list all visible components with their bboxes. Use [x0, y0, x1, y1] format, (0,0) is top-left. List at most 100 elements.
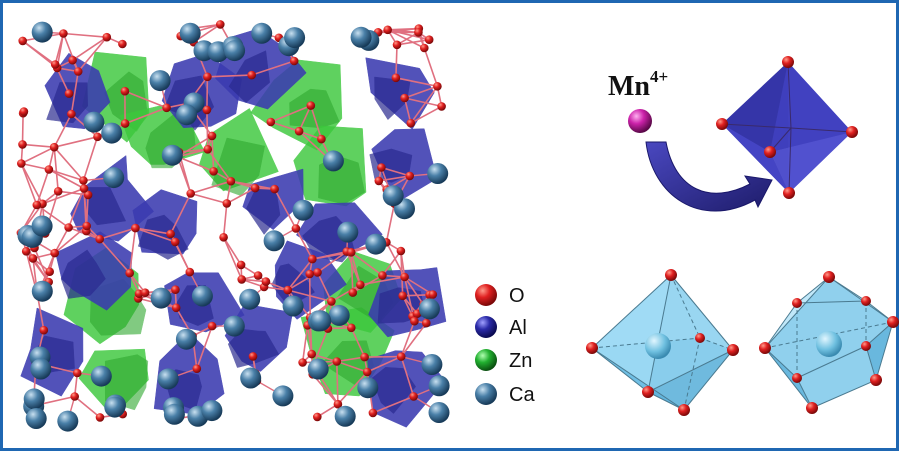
o-atom	[203, 72, 212, 82]
o-atom	[346, 248, 356, 257]
bond	[36, 295, 45, 331]
o-atom	[348, 288, 358, 297]
ca-atom	[292, 199, 314, 221]
o-atom	[396, 352, 406, 361]
bond	[396, 38, 430, 46]
o-atom	[406, 118, 416, 128]
bond	[21, 113, 24, 145]
legend: O Al Zn Ca	[475, 284, 535, 406]
o-atom	[186, 189, 195, 198]
o-atom	[362, 367, 372, 377]
bond	[135, 227, 176, 243]
bond	[54, 225, 88, 254]
bond	[385, 203, 396, 243]
bond	[22, 40, 56, 66]
o-atom	[185, 267, 195, 277]
o-atom	[68, 55, 77, 65]
bond	[54, 33, 65, 65]
o-atom	[64, 89, 74, 98]
o-atom	[162, 103, 171, 113]
light-cuboctahedron	[759, 271, 899, 414]
ca-atom	[365, 233, 387, 255]
ca-atom	[418, 298, 440, 320]
o-atom	[118, 39, 127, 49]
o-atom	[73, 67, 83, 76]
mn-ion-label: Mn4+	[608, 67, 668, 102]
bond	[48, 168, 84, 182]
bond	[310, 105, 323, 140]
o-atom	[433, 82, 442, 91]
o-atom	[82, 221, 91, 231]
ca-atom	[163, 403, 185, 425]
bond	[222, 203, 228, 238]
bond	[316, 272, 333, 302]
zn-polyhedron	[211, 137, 265, 197]
o-atom	[253, 271, 263, 280]
o-atom	[202, 105, 212, 115]
o-atom	[39, 325, 49, 335]
o-atom	[207, 131, 217, 141]
crystal-structure	[16, 20, 450, 432]
o-atom	[248, 352, 258, 361]
bond	[350, 251, 383, 277]
ca-atom	[31, 21, 53, 43]
o-atom	[374, 176, 384, 186]
bond	[177, 135, 213, 158]
bond	[404, 85, 438, 99]
o-atom	[209, 167, 218, 176]
bond	[222, 236, 243, 280]
bond	[403, 97, 412, 124]
bond	[42, 187, 85, 205]
o-atom	[400, 93, 409, 103]
ca-atom	[357, 377, 379, 399]
o-atom	[95, 234, 104, 244]
ca-atom	[427, 163, 449, 184]
o-atom	[21, 247, 31, 256]
bond	[222, 236, 242, 266]
bond	[400, 250, 406, 278]
legend-item-ca: Ca	[475, 383, 535, 406]
ca-atom	[176, 104, 198, 126]
o-atom	[50, 248, 59, 258]
o-atom	[391, 73, 401, 83]
bond	[206, 76, 209, 110]
bond	[169, 193, 192, 235]
o-atom	[216, 20, 225, 29]
o-atom	[171, 285, 180, 295]
bond	[74, 395, 101, 419]
o-atom	[398, 291, 408, 301]
bond	[63, 32, 107, 38]
o-atom	[356, 280, 365, 290]
o-atom	[120, 86, 130, 96]
ca-atom	[224, 40, 246, 62]
o-atom	[291, 224, 301, 233]
bond	[317, 250, 348, 274]
o-atom	[332, 357, 342, 366]
al-atom-swatch	[475, 316, 497, 338]
bond	[36, 204, 70, 229]
al-polyhedron	[60, 249, 106, 299]
bond	[53, 113, 73, 148]
bond	[366, 355, 402, 373]
ca-atom	[31, 280, 53, 302]
bond	[70, 71, 79, 115]
o-atom	[192, 364, 202, 374]
ca-atom	[239, 288, 261, 310]
bond	[378, 175, 410, 182]
bond	[301, 325, 309, 363]
o-atom	[32, 200, 42, 210]
o-atom	[207, 321, 217, 331]
ca-atom	[150, 287, 172, 309]
bond	[62, 33, 79, 72]
o-atom	[222, 199, 232, 208]
mn-charge: 4+	[650, 67, 668, 86]
bond	[308, 273, 311, 318]
bond	[124, 107, 167, 125]
bond	[337, 371, 368, 405]
bond	[128, 227, 137, 274]
legend-item-zn: Zn	[475, 349, 532, 372]
o-atom	[19, 107, 29, 116]
bond	[311, 353, 338, 363]
o-atom	[53, 187, 63, 196]
ca-atom	[101, 122, 123, 144]
